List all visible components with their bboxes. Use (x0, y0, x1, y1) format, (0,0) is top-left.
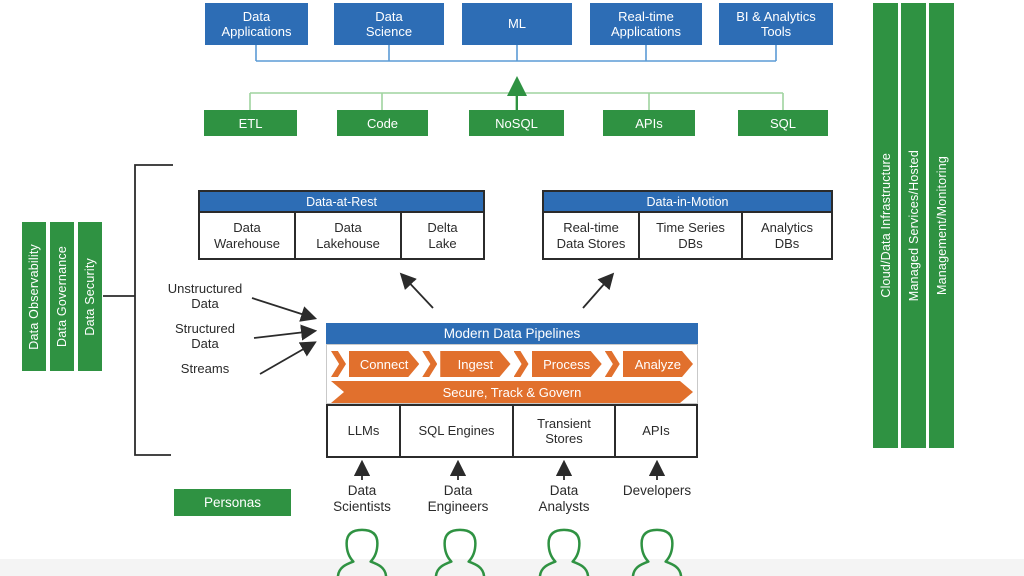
cell-sql-engines: SQL Engines (401, 406, 514, 456)
cell-delta-lake: Delta Lake (427, 220, 458, 251)
box-nosql: NoSQL (469, 110, 564, 136)
persona-icon (534, 526, 594, 576)
pillar-cloud-data-infrastructure: Cloud/Data Infrastructure (873, 3, 898, 448)
box-ml: ML (462, 3, 572, 45)
stage-process: Process (532, 351, 602, 377)
pillar-label: Cloud/Data Infrastructure (878, 153, 893, 298)
green-connector-lines (249, 92, 784, 110)
box-data-applications: Data Applications (205, 3, 308, 45)
table-data-in-motion: Data-in-Motion Real-time Data Stores Tim… (542, 190, 833, 260)
stage-analyze: Analyze (623, 351, 693, 377)
box-realtime-applications: Real-time Applications (590, 3, 702, 45)
label-unstructured-data: Unstructured Data (167, 281, 243, 312)
label-developers: Developers (622, 483, 692, 498)
footer-strip (0, 559, 1024, 576)
pillar-label: Data Security (83, 257, 97, 336)
pillar-data-security: Data Security (78, 222, 102, 371)
label-streams: Streams (180, 361, 230, 376)
pillar-managed-services-hosted: Managed Services/Hosted (901, 3, 926, 448)
arrow-streams (259, 341, 317, 375)
pillar-management-monitoring: Management/Monitoring (929, 3, 954, 448)
persona-icon (430, 526, 490, 576)
label-data-engineers: Data Engineers (427, 483, 489, 514)
cell-analytics-dbs: Analytics DBs (760, 220, 814, 251)
pillar-data-observability: Data Observability (22, 222, 46, 371)
chevron-icon (604, 351, 620, 377)
table-row: Real-time Data Stores Time Series DBs An… (544, 213, 831, 258)
chevron-icon (331, 351, 346, 377)
pillar-label: Managed Services/Hosted (906, 149, 921, 302)
pipeline-header: Modern Data Pipelines (326, 323, 698, 344)
persona-icon (627, 526, 687, 576)
cell-apis: APIs (642, 423, 670, 439)
cell-transient-stores: Transient Stores (514, 406, 616, 456)
stage-connect: Connect (349, 351, 419, 377)
pipeline-engines-table: LLMs SQL Engines Transient Stores APIs (326, 404, 698, 458)
box-bi-analytics-tools: BI & Analytics Tools (719, 3, 833, 45)
box-code: Code (337, 110, 428, 136)
arrow-to-data-at-rest (399, 272, 434, 309)
table-header: Data-at-Rest (200, 192, 483, 213)
chevron-icon (513, 351, 529, 377)
box-etl: ETL (204, 110, 297, 136)
personas-box: Personas (174, 489, 291, 516)
cell-data-warehouse: Data Warehouse (200, 213, 296, 258)
box-apis: APIs (603, 110, 695, 136)
label-structured-data: Structured Data (175, 321, 235, 352)
pillar-label: Data Governance (55, 246, 69, 347)
governance-banner: Secure, Track & Govern (331, 381, 693, 403)
pillar-label: Data Observability (27, 243, 41, 350)
chevron-icon (422, 351, 438, 377)
blue-connector-lines (255, 45, 777, 62)
box-sql: SQL (738, 110, 828, 136)
persona-icon (332, 526, 392, 576)
cell-time-series-dbs: Time Series DBs (640, 213, 743, 258)
stage-row: Connect Ingest Process Analyze (331, 351, 693, 377)
table-data-at-rest: Data-at-Rest Data Warehouse Data Lakehou… (198, 190, 485, 260)
cell-llms: LLMs (328, 406, 401, 456)
table-row: Data Warehouse Data Lakehouse Delta Lake (200, 213, 483, 258)
cell-realtime-data-stores: Real-time Data Stores (544, 213, 640, 258)
label-data-analysts: Data Analysts (538, 483, 590, 514)
label-data-scientists: Data Scientists (333, 483, 391, 514)
pipeline-stages-panel: Connect Ingest Process Analyze Secure, T… (326, 344, 698, 404)
stage-ingest: Ingest (440, 351, 510, 377)
pillar-data-governance: Data Governance (50, 222, 74, 371)
arrow-to-data-in-motion (582, 272, 615, 309)
pillar-label: Management/Monitoring (934, 156, 949, 295)
box-data-science: Data Science (334, 3, 444, 45)
cell-data-lakehouse: Data Lakehouse (296, 213, 402, 258)
table-header: Data-in-Motion (544, 192, 831, 213)
